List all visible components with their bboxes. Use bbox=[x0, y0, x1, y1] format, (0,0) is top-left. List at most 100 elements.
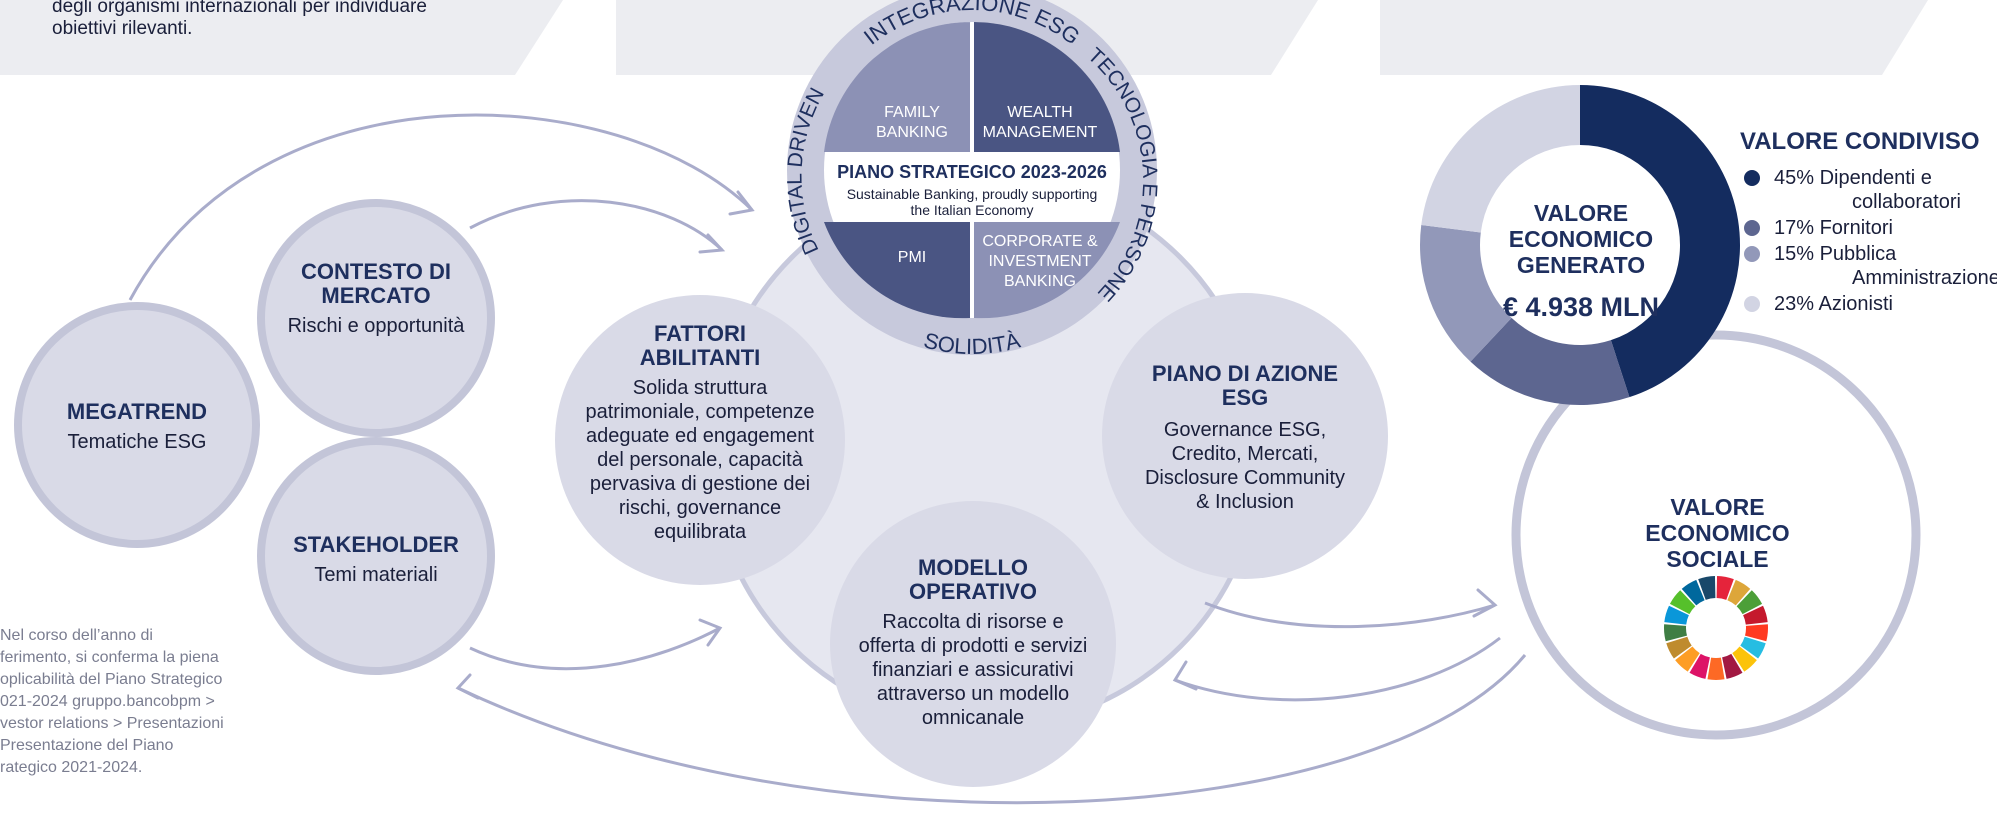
quadrant-br-line3: BANKING bbox=[1004, 273, 1076, 290]
strategic-plan-hub: INTEGRAZIONE ESG TECNOLOGIA E PERSONE SO… bbox=[783, 0, 1161, 359]
modello-node: MODELLO OPERATIVO Raccolta di risorse e … bbox=[833, 556, 1113, 730]
sdg-segment bbox=[1722, 653, 1743, 679]
quadrant-br-line1: CORPORATE & bbox=[982, 233, 1098, 250]
fattori-circle bbox=[555, 295, 845, 585]
fattori-body-line: patrimoniale, competenze bbox=[585, 401, 815, 423]
fattori-body-line: Solida struttura bbox=[632, 377, 768, 399]
plan-band-sub-line1: Sustainable Banking, proudly supporting bbox=[847, 186, 1098, 202]
stakeholder-subtitle: Temi materiali bbox=[314, 564, 438, 586]
megatrend-title: MEGATREND bbox=[66, 399, 208, 424]
flow-arrows bbox=[128, 113, 1527, 805]
legend-dot bbox=[1744, 220, 1760, 236]
sdg-segment bbox=[1727, 579, 1751, 606]
donut-slice-1 bbox=[1470, 317, 1630, 406]
donut-center-line1: VALORE bbox=[1533, 200, 1629, 226]
fattori-body-line: del personale, capacità bbox=[597, 449, 803, 471]
legend-row: 17% Fornitori bbox=[1740, 216, 1997, 240]
stakeholder-node: STAKEHOLDER Temi materiali bbox=[271, 533, 481, 587]
arrow-contesto-to-hub bbox=[469, 199, 724, 252]
piano-azione-body-line: Credito, Mercati, bbox=[1171, 443, 1319, 465]
piano-azione-circle bbox=[1102, 293, 1388, 579]
megatrend-node: MEGATREND Tematiche ESG bbox=[37, 400, 237, 454]
contesto-circle bbox=[257, 199, 495, 437]
footnote: Nel corso dell’anno di ferimento, si con… bbox=[0, 625, 255, 779]
donut-slice-2 bbox=[1419, 224, 1512, 362]
donut-center-value: € 4.938 MLN bbox=[1502, 292, 1660, 322]
valore-condiviso-donut bbox=[1419, 85, 1740, 406]
footnote-line: oplicabilità del Piano Strategico bbox=[0, 671, 223, 688]
legend-title: VALORE CONDIVISO bbox=[1740, 128, 1980, 155]
piano-azione-body-line: Governance ESG, bbox=[1163, 419, 1327, 441]
donut-center-line2: ECONOMICO bbox=[1508, 226, 1654, 252]
fattori-body: Solida struttura patrimoniale, competenz… bbox=[560, 376, 840, 544]
modello-title-line1: MODELLO bbox=[918, 555, 1028, 580]
contesto-node: CONTESTO DI MERCATO Rischi e opportunità bbox=[271, 260, 481, 338]
contesto-title-line2: MERCATO bbox=[321, 283, 431, 308]
sdg-segment bbox=[1716, 576, 1734, 600]
quadrant-br-line2: INVESTMENT bbox=[988, 253, 1091, 270]
donut-center-line3: GENERATO bbox=[1516, 252, 1646, 278]
piano-azione-title-line2: ESG bbox=[1221, 385, 1269, 410]
legend-dot bbox=[1744, 296, 1760, 312]
piano-azione-body-line: & Inclusion bbox=[1196, 491, 1294, 513]
fattori-body-line: pervasiva di gestione dei bbox=[589, 473, 811, 495]
legend-dot bbox=[1744, 246, 1760, 262]
footnote-line: Nel corso dell’anno di bbox=[0, 627, 153, 644]
sdg-segment bbox=[1740, 636, 1766, 659]
top-banner-right bbox=[1380, 0, 1928, 75]
plan-band-sub-line2: the Italian Economy bbox=[911, 202, 1034, 218]
footnote-line: vestor relations > Presentazioni bbox=[0, 715, 224, 732]
sdg-segment bbox=[1675, 646, 1700, 672]
piano-azione-body: Governance ESG, Credito, Mercati, Disclo… bbox=[1110, 418, 1380, 514]
arrowhead-5 bbox=[1172, 660, 1198, 691]
sdg-segment bbox=[1743, 605, 1768, 625]
legend-label-line1: 15% Pubblica bbox=[1774, 243, 1897, 265]
top-banner-left bbox=[0, 0, 563, 75]
sdg-segment bbox=[1736, 590, 1763, 615]
sdg-segment bbox=[1745, 624, 1768, 642]
modello-body-line: omnicanale bbox=[921, 707, 1025, 729]
sdg-segment bbox=[1689, 653, 1710, 679]
sdg-segment bbox=[1666, 636, 1692, 659]
sdg-segment bbox=[1663, 624, 1687, 642]
arrowhead-4 bbox=[1472, 588, 1498, 618]
legend-label-line1: 23% Azionisti bbox=[1774, 293, 1893, 315]
contesto-subtitle: Rischi e opportunità bbox=[287, 315, 465, 337]
footnote-line: ferimento, si conferma la piena bbox=[0, 649, 219, 666]
piano-azione-node: PIANO DI AZIONE ESG Governance ESG, Cred… bbox=[1110, 362, 1380, 514]
donut-slice-3 bbox=[1421, 85, 1580, 233]
donut-center-label: VALORE ECONOMICO GENERATO € 4.938 MLN bbox=[1486, 200, 1676, 323]
modello-circle bbox=[830, 501, 1116, 787]
contesto-title-line1: CONTESTO DI bbox=[301, 259, 451, 284]
modello-body-line: Raccolta di risorse e bbox=[882, 611, 1064, 633]
quadrant-tr-line2: MANAGEMENT bbox=[983, 124, 1098, 141]
arrow-megatrend-to-hub bbox=[128, 113, 754, 301]
megatrend-subtitle: Tematiche ESG bbox=[67, 431, 207, 453]
sdg-segment bbox=[1732, 646, 1757, 672]
footnote-line: 021-2024 gruppo.bancobpm > bbox=[0, 693, 215, 710]
arrow-stakeholder-to-fattori bbox=[469, 626, 721, 671]
modello-body-line: attraverso un modello bbox=[876, 683, 1070, 705]
legend-row: 23% Azionisti bbox=[1740, 292, 1997, 316]
sdg-segment bbox=[1707, 657, 1725, 681]
modello-title-line2: OPERATIVO bbox=[909, 579, 1037, 604]
quadrant-tl-line2: BANKING bbox=[876, 124, 948, 141]
arrowhead-3 bbox=[698, 618, 723, 647]
quadrant-wealth-management bbox=[974, 22, 1120, 152]
modello-body-line: offerta di prodotti e servizi bbox=[858, 635, 1088, 657]
stakeholder-circle bbox=[257, 437, 495, 675]
top-left-text-line2: obiettivi rilevanti. bbox=[52, 18, 193, 39]
sdg-segment bbox=[1698, 576, 1716, 600]
footnote-line: Presentazione del Piano bbox=[0, 737, 174, 754]
valore-sociale-node: VALORE ECONOMICO SOCIALE bbox=[1600, 494, 1835, 572]
donut-slice-0 bbox=[1580, 85, 1740, 398]
quadrant-corporate bbox=[974, 222, 1120, 319]
top-left-text-line1: degli organismi internazionali per indiv… bbox=[52, 0, 427, 17]
piano-azione-title-line1: PIANO DI AZIONE bbox=[1151, 361, 1339, 386]
piano-azione-body-line: Disclosure Community bbox=[1144, 467, 1346, 489]
modello-body: Raccolta di risorse e offerta di prodott… bbox=[833, 610, 1113, 730]
sdg-wheel-icon bbox=[1663, 576, 1768, 681]
